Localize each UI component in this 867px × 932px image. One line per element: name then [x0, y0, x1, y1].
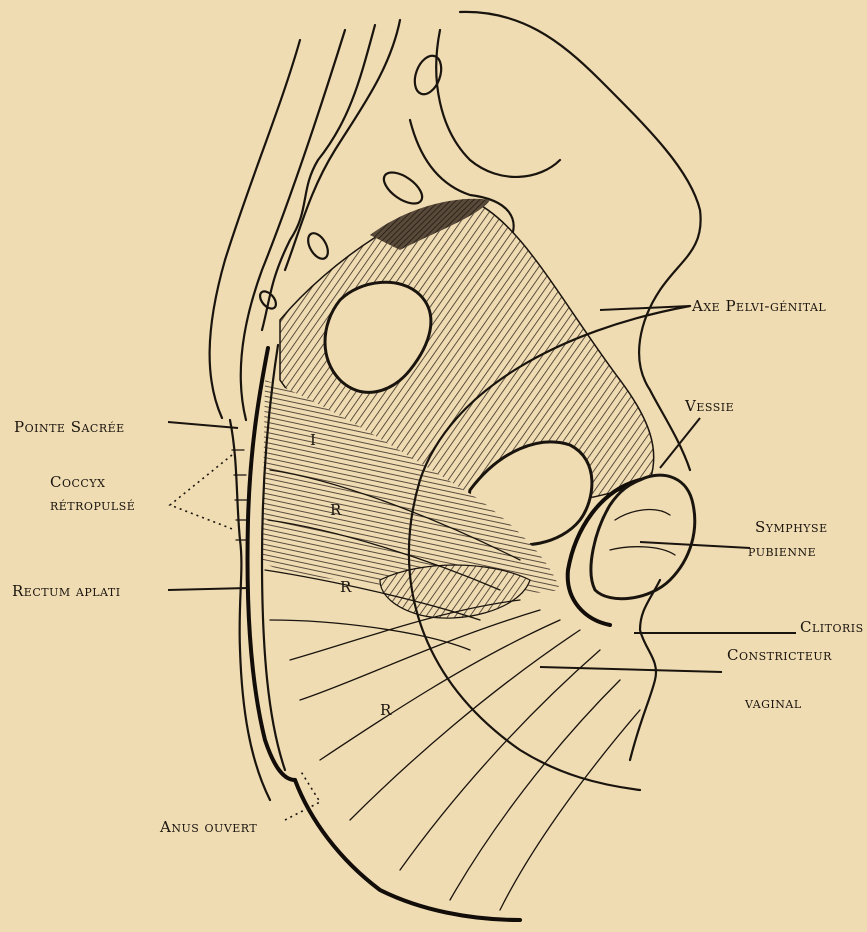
label-pubienne: pubienne [748, 542, 816, 560]
perineum-contour [295, 780, 520, 920]
label-vaginal: vaginal [744, 694, 802, 712]
muscle-bundle-9 [400, 650, 600, 870]
label-rectum-aplati: Rectum aplati [12, 582, 121, 600]
label-anus-ouvert: Anus ouvert [159, 818, 257, 836]
muscle-bundle-11 [500, 710, 640, 910]
label-pointe-sacree: Pointe Sacrée [14, 418, 125, 436]
label-axe-pelvi-genital: Axe Pelvi-génital [691, 297, 826, 315]
muscle-bundle-7 [320, 620, 560, 760]
label-symphyse: Symphyse [755, 518, 828, 536]
leader-vessie [660, 418, 700, 468]
sacral-foramen-1 [410, 52, 446, 98]
sacral-foramen-3 [304, 230, 332, 262]
label-coccyx: Coccyx [50, 473, 105, 491]
leader-rectum-aplati [168, 588, 248, 590]
leader-pointe-sacree [168, 422, 238, 428]
muscle-mark-r-1: R [330, 501, 342, 519]
muscle-bundle-8 [350, 630, 580, 820]
label-constricteur: Constricteur [727, 646, 832, 664]
vertebral-body-line [436, 30, 560, 177]
label-retropulse: rétropulsé [50, 496, 135, 514]
sacral-foramen-2 [379, 166, 428, 209]
muscle-mark-i: I [310, 431, 316, 449]
muscle-mark-r-3: R [380, 701, 392, 719]
lower-muscle-oval [380, 565, 530, 618]
leader-coccyx-dotted [170, 455, 235, 530]
leader-constricteur [540, 667, 722, 672]
label-vessie: Vessie [684, 397, 734, 415]
muscle-mark-r-2: R [340, 578, 352, 596]
label-clitoris: Clitoris [800, 618, 864, 636]
